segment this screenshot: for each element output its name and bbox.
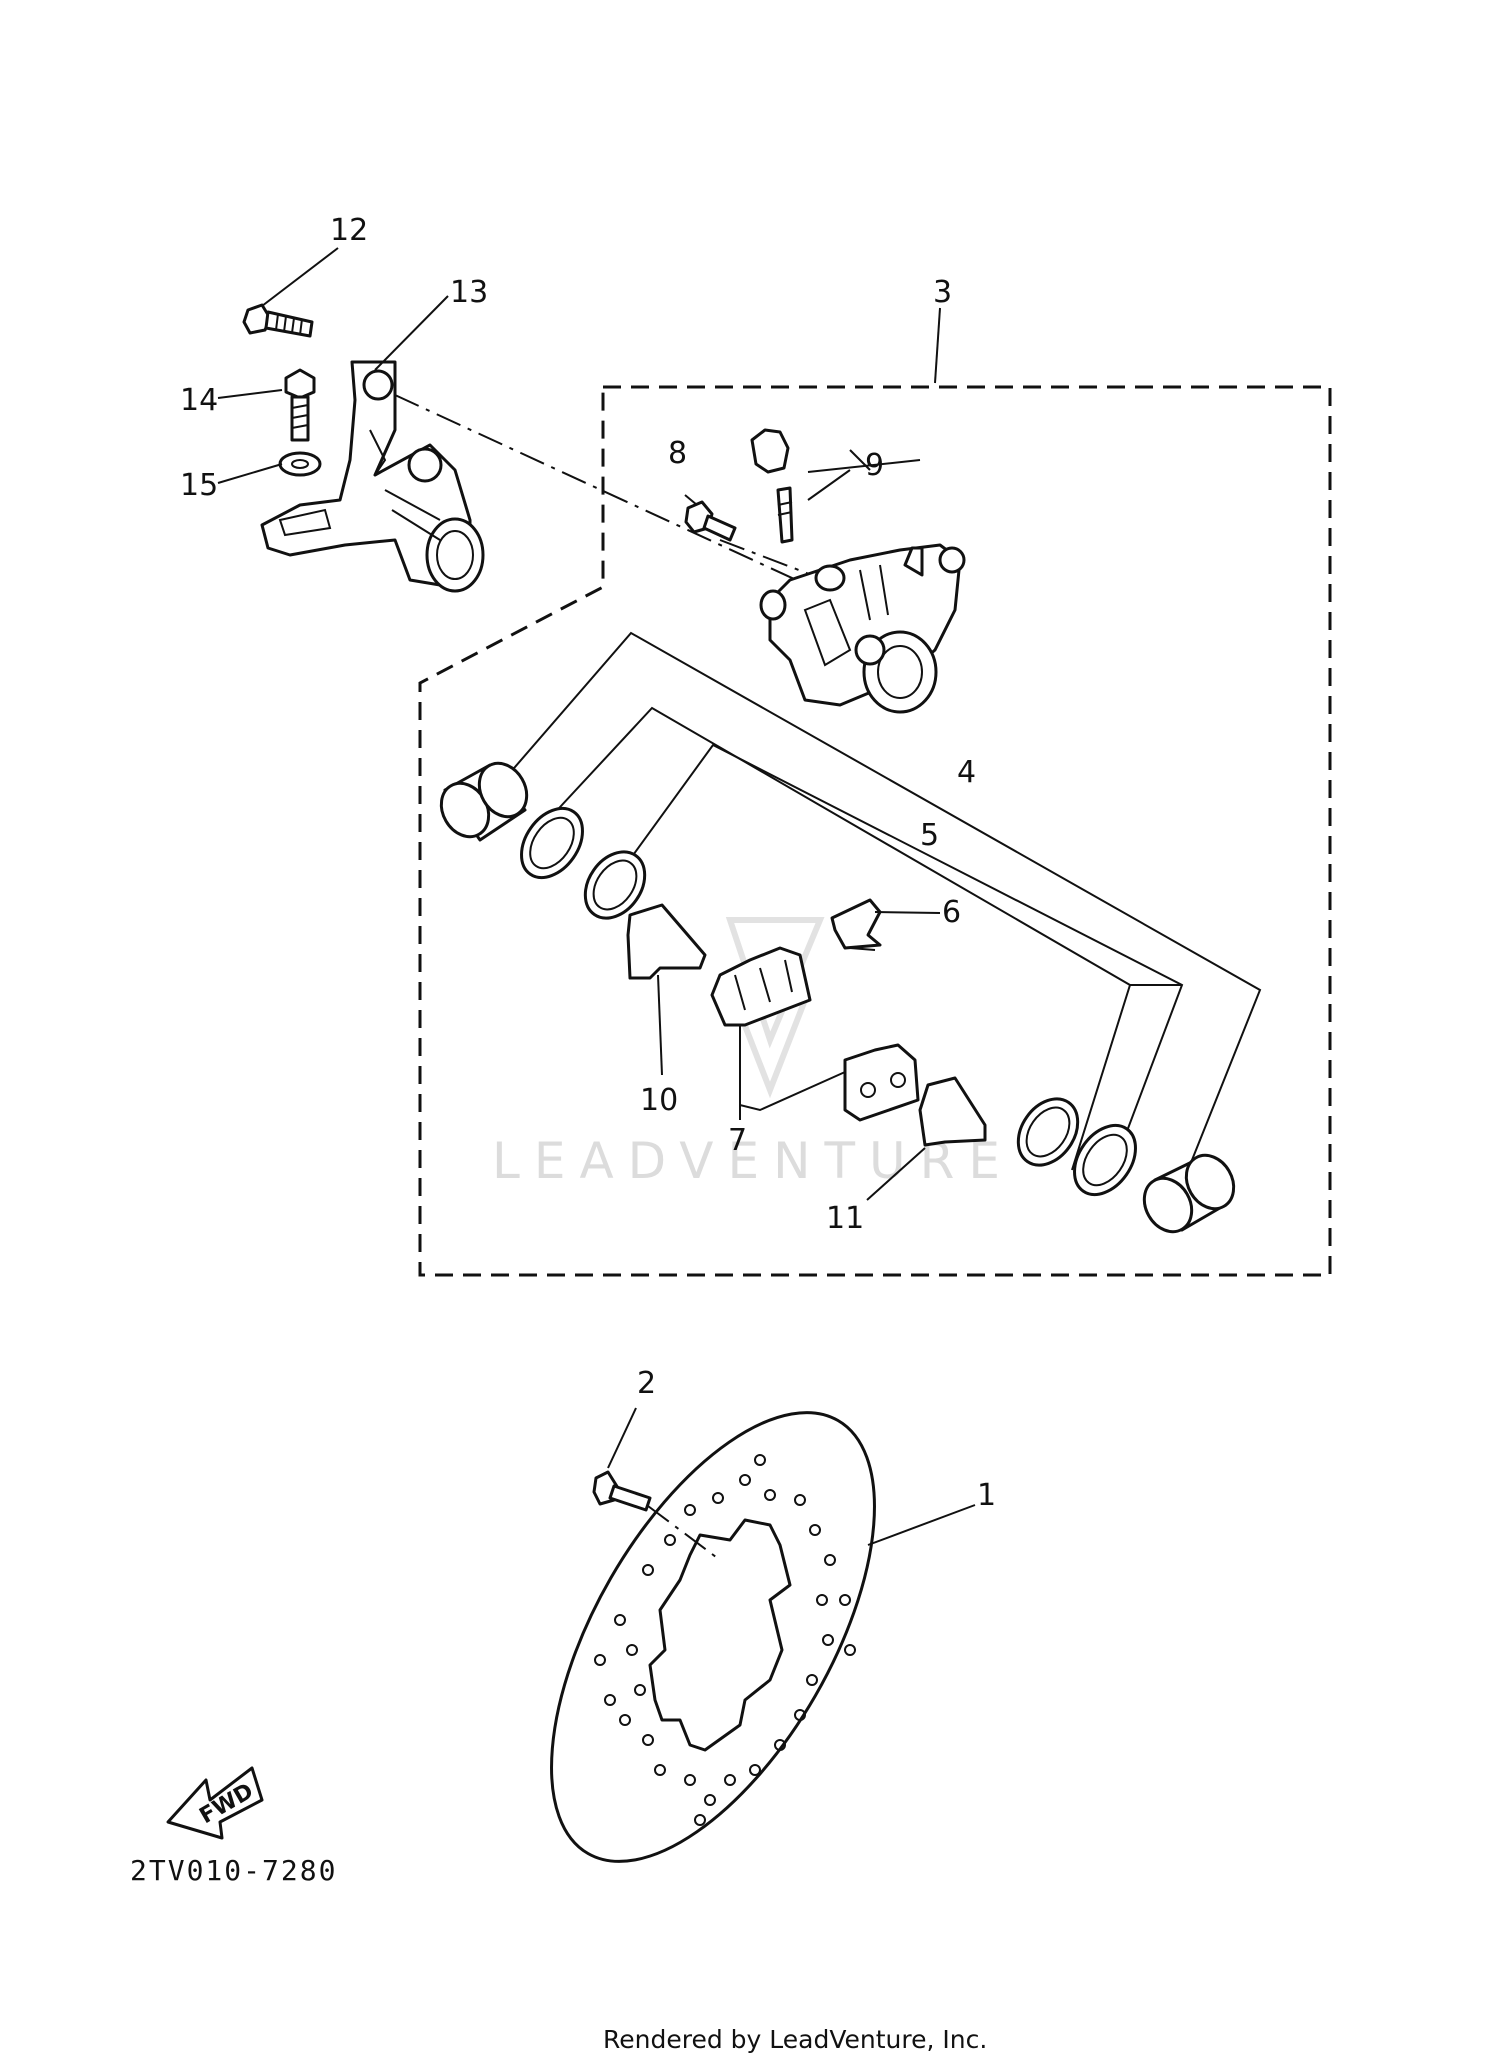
piston-right bbox=[1142, 1153, 1236, 1234]
bracket-bolt bbox=[242, 303, 314, 338]
brake-caliper bbox=[759, 543, 966, 714]
caliper-bolt bbox=[684, 500, 737, 542]
piston-seal-left-inner bbox=[583, 850, 647, 920]
callout-7: 7 bbox=[728, 1123, 747, 1158]
pad-shim-right bbox=[918, 1076, 987, 1147]
brake-pad-right bbox=[843, 1043, 920, 1122]
callout-11: 11 bbox=[826, 1201, 864, 1236]
brake-disc bbox=[550, 1411, 876, 1863]
disc-bolt bbox=[592, 1407, 721, 1561]
piston-seal-right-inner bbox=[1016, 1097, 1080, 1167]
callout-9: 9 bbox=[865, 448, 884, 483]
pad-shim-left bbox=[626, 903, 707, 980]
callout-4: 4 bbox=[957, 755, 976, 790]
callout-6: 6 bbox=[942, 895, 961, 930]
callout-14: 14 bbox=[180, 383, 218, 418]
watermark-text: LEADVENTURE bbox=[492, 1132, 1014, 1190]
callout-3: 3 bbox=[933, 275, 952, 310]
callout-10: 10 bbox=[640, 1083, 678, 1118]
leader-line-1 bbox=[867, 1504, 976, 1546]
leadventure-watermark: LEADVENTURE bbox=[492, 917, 1014, 1190]
callout-1: 1 bbox=[977, 1478, 996, 1513]
callout-12: 12 bbox=[330, 213, 368, 248]
piston-seal-right-outer bbox=[1073, 1123, 1137, 1197]
pad-spring bbox=[830, 898, 882, 951]
bleed-screw-cap bbox=[750, 428, 790, 474]
caliper-bracket bbox=[260, 360, 485, 593]
piston-seal-left-outer bbox=[520, 806, 584, 880]
callout-5: 5 bbox=[920, 818, 939, 853]
callout-2: 2 bbox=[637, 1366, 656, 1401]
callout-8: 8 bbox=[668, 436, 687, 471]
callout-15: 15 bbox=[180, 468, 218, 503]
washer bbox=[278, 451, 322, 477]
leader-lines-outer bbox=[217, 247, 941, 484]
mounting-bolt bbox=[284, 368, 316, 442]
callout-13: 13 bbox=[450, 275, 488, 310]
brake-pad-left bbox=[710, 946, 812, 1027]
callout-labels: 1 2 3 4 5 6 7 8 9 10 11 12 13 14 15 bbox=[180, 213, 996, 1513]
forward-direction-arrow: FWD bbox=[166, 1766, 264, 1840]
footer-credit: Rendered by LeadVenture, Inc. bbox=[603, 2025, 987, 2054]
bracket-alignment-line bbox=[394, 394, 819, 591]
bleed-screw bbox=[776, 486, 794, 544]
leader-lines-4-5 bbox=[501, 631, 1262, 1196]
leader-lines-inner bbox=[657, 449, 941, 1201]
caliper-assembly-boundary bbox=[418, 385, 1332, 1277]
disc-vent-holes bbox=[594, 1454, 856, 1826]
diagram-code: 2TV010-7280 bbox=[130, 1854, 337, 1887]
piston-left bbox=[439, 761, 529, 842]
